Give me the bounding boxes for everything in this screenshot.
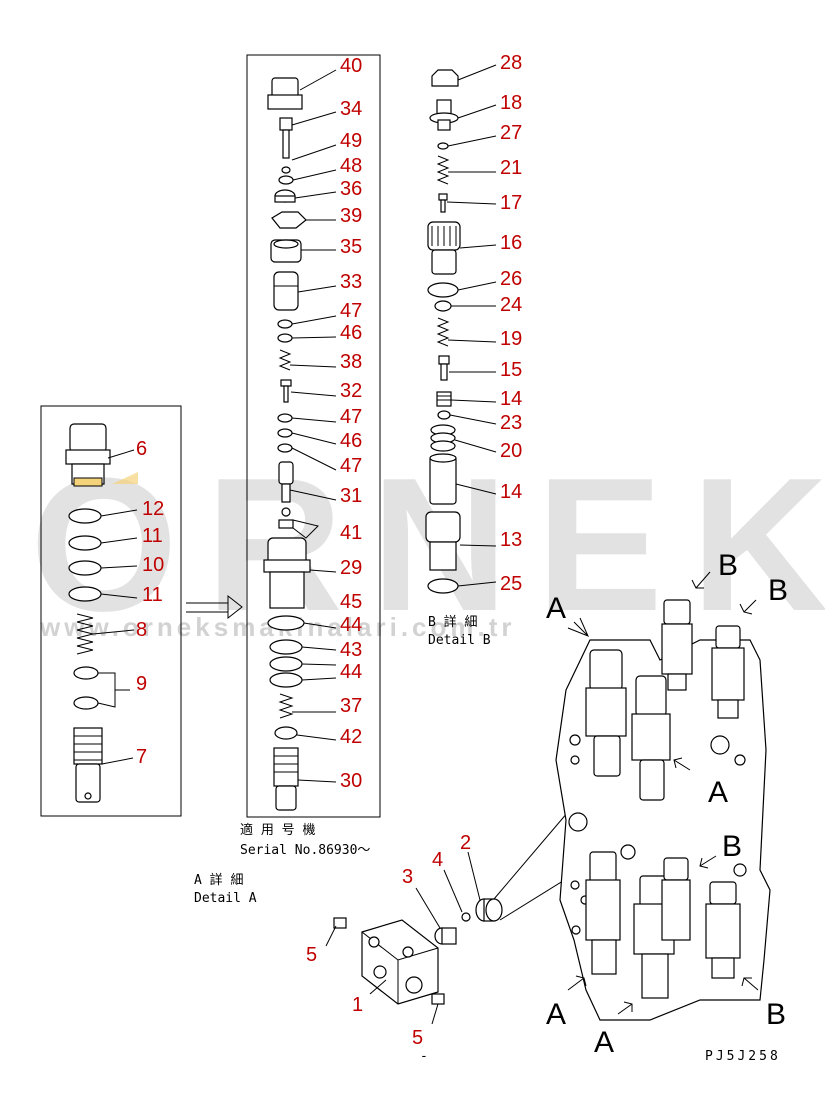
detail-b-title-en: Detail B xyxy=(428,633,491,648)
label-3: 3 xyxy=(402,866,413,888)
dash-mark: - xyxy=(420,1049,428,1064)
label-47a: 47 xyxy=(340,300,362,322)
left-column-parts xyxy=(65,423,138,803)
label-16: 15 xyxy=(500,359,522,381)
label-33: 33 xyxy=(340,271,362,293)
label-22: 21 xyxy=(500,157,522,179)
detail-a-parts xyxy=(325,811,601,1025)
label-21: 20 xyxy=(500,440,522,462)
label-8: 8 xyxy=(136,619,147,641)
view-letter-a4: A xyxy=(594,1026,614,1059)
label-30: 30 xyxy=(340,770,362,792)
detail-b-parts xyxy=(425,64,497,594)
watermark-logo: ORNEK xyxy=(30,439,825,651)
label-40: 40 xyxy=(340,55,362,77)
label-25: 25 xyxy=(500,573,522,595)
label-34: 34 xyxy=(340,98,362,120)
label-48: 48 xyxy=(340,155,362,177)
label-32: 32 xyxy=(340,380,362,402)
label-39: 39 xyxy=(340,205,362,227)
detail-a-title-jp: A 詳 細 xyxy=(194,872,243,888)
label-49: 49 xyxy=(340,130,362,152)
view-letter-a3: A xyxy=(546,998,566,1031)
view-letter-a1: A xyxy=(546,592,566,625)
label-23: 23 xyxy=(500,412,522,434)
view-letter-a2: A xyxy=(708,776,728,809)
label-1: 1 xyxy=(352,994,363,1016)
middle-detail-box xyxy=(246,54,381,818)
label-46b: 46 xyxy=(340,430,362,452)
label-38: 38 xyxy=(340,351,362,373)
connector-arrow xyxy=(186,594,243,620)
label-13: 13 xyxy=(500,529,522,551)
label-46a: 46 xyxy=(340,322,362,344)
view-letter-b3: B xyxy=(722,830,742,863)
left-detail-box xyxy=(40,405,182,817)
label-24: 24 xyxy=(500,294,522,316)
label-5b: 5 xyxy=(412,1027,423,1049)
label-2: 2 xyxy=(460,832,471,854)
part-number-labels: 6 12 11 10 11 8 9 7 40 34 49 48 36 39 35… xyxy=(136,52,522,1049)
label-17: 16 xyxy=(500,232,522,254)
view-letter-b1: B xyxy=(718,549,738,582)
label-20: 19 xyxy=(500,328,522,350)
label-10: 10 xyxy=(142,554,164,576)
label-28: 28 xyxy=(500,52,522,74)
label-45: 45 xyxy=(340,591,362,613)
label-18: 17 xyxy=(500,192,522,214)
label-37: 37 xyxy=(340,695,362,717)
label-11: 11 xyxy=(142,525,163,547)
label-44a: 44 xyxy=(340,614,362,636)
label-47c: 47 xyxy=(340,455,362,477)
label-14: 14 xyxy=(500,481,522,503)
label-12: 12 xyxy=(142,498,164,520)
label-36: 36 xyxy=(340,178,362,200)
label-44b: 44 xyxy=(340,661,362,683)
label-5a: 5 xyxy=(306,944,317,966)
label-43: 43 xyxy=(340,639,362,661)
label-11b: 11 xyxy=(142,584,163,606)
label-26: 26 xyxy=(500,268,522,290)
label-4: 4 xyxy=(432,849,443,871)
view-letter-b4: B xyxy=(766,998,786,1031)
control-valve-assembly xyxy=(555,571,771,1021)
label-6: 6 xyxy=(136,438,147,460)
detail-b-title-jp: B 詳 細 xyxy=(428,614,477,630)
view-letters: B B A A B A A B xyxy=(546,549,788,1059)
detail-a-title-en: Detail A xyxy=(194,891,257,906)
label-31: 31 xyxy=(340,485,362,507)
middle-column-parts xyxy=(263,69,337,811)
label-27: 27 xyxy=(500,122,522,144)
label-7: 7 xyxy=(136,746,147,768)
label-47b: 47 xyxy=(340,406,362,428)
serial-number: Serial No.86930～ xyxy=(240,843,370,858)
view-letter-b2: B xyxy=(768,574,788,607)
label-9: 9 xyxy=(136,673,147,695)
serial-title-jp: 適 用 号 機 xyxy=(240,822,315,838)
label-41: 41 xyxy=(340,522,362,544)
label-15: 14 xyxy=(500,388,522,410)
label-35: 35 xyxy=(340,236,362,258)
label-19: 18 xyxy=(500,92,522,114)
drawing-code: PJ5J258 xyxy=(705,1049,781,1064)
label-29: 29 xyxy=(340,557,362,579)
label-42: 42 xyxy=(340,726,362,748)
